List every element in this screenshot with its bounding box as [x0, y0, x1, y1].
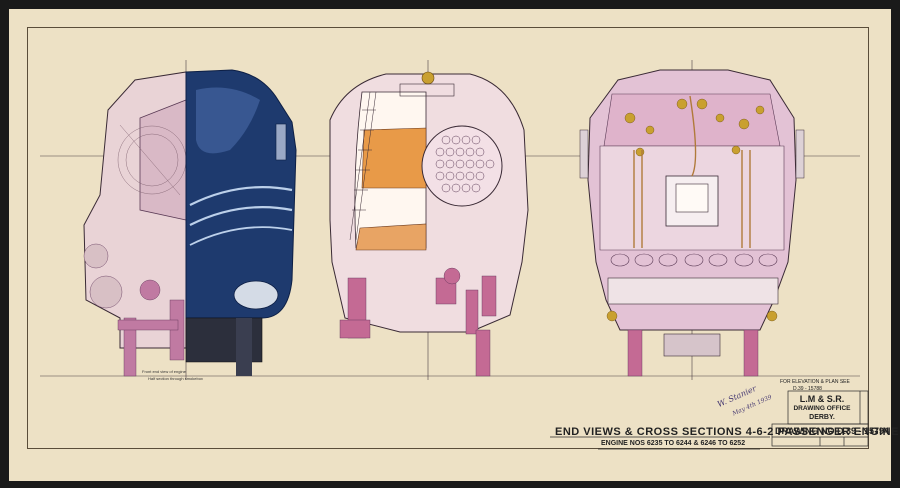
- cross-section-view: [329, 71, 529, 377]
- front-view-caption: Front end view of engine: [142, 369, 186, 374]
- organization-name: L.M & S.R.: [799, 394, 845, 404]
- rear-end-view: [579, 69, 805, 377]
- drawing-title: End views & cross sections 4-6-2 passeng…: [555, 426, 899, 438]
- boiler-tubes: [435, 135, 495, 193]
- drawing-border: [27, 27, 869, 449]
- elevation-reference-note: For elevation & plan see: [780, 379, 850, 385]
- front-view-caption-2: Half section through smokebox: [148, 376, 203, 381]
- title-block-lines: [550, 390, 869, 450]
- drawing-number: Drawing No D.39 - 15794: [775, 426, 890, 436]
- cab-fittings: [606, 98, 778, 322]
- engine-numbers: Engine Nos 6235 to 6244 & 6246 to 6252: [601, 440, 746, 447]
- elevation-reference-number: D.39 - 15788: [793, 386, 822, 392]
- front-end-view: [83, 69, 297, 377]
- office-name: Drawing Office: [793, 405, 851, 412]
- office-location: Derby.: [809, 414, 835, 421]
